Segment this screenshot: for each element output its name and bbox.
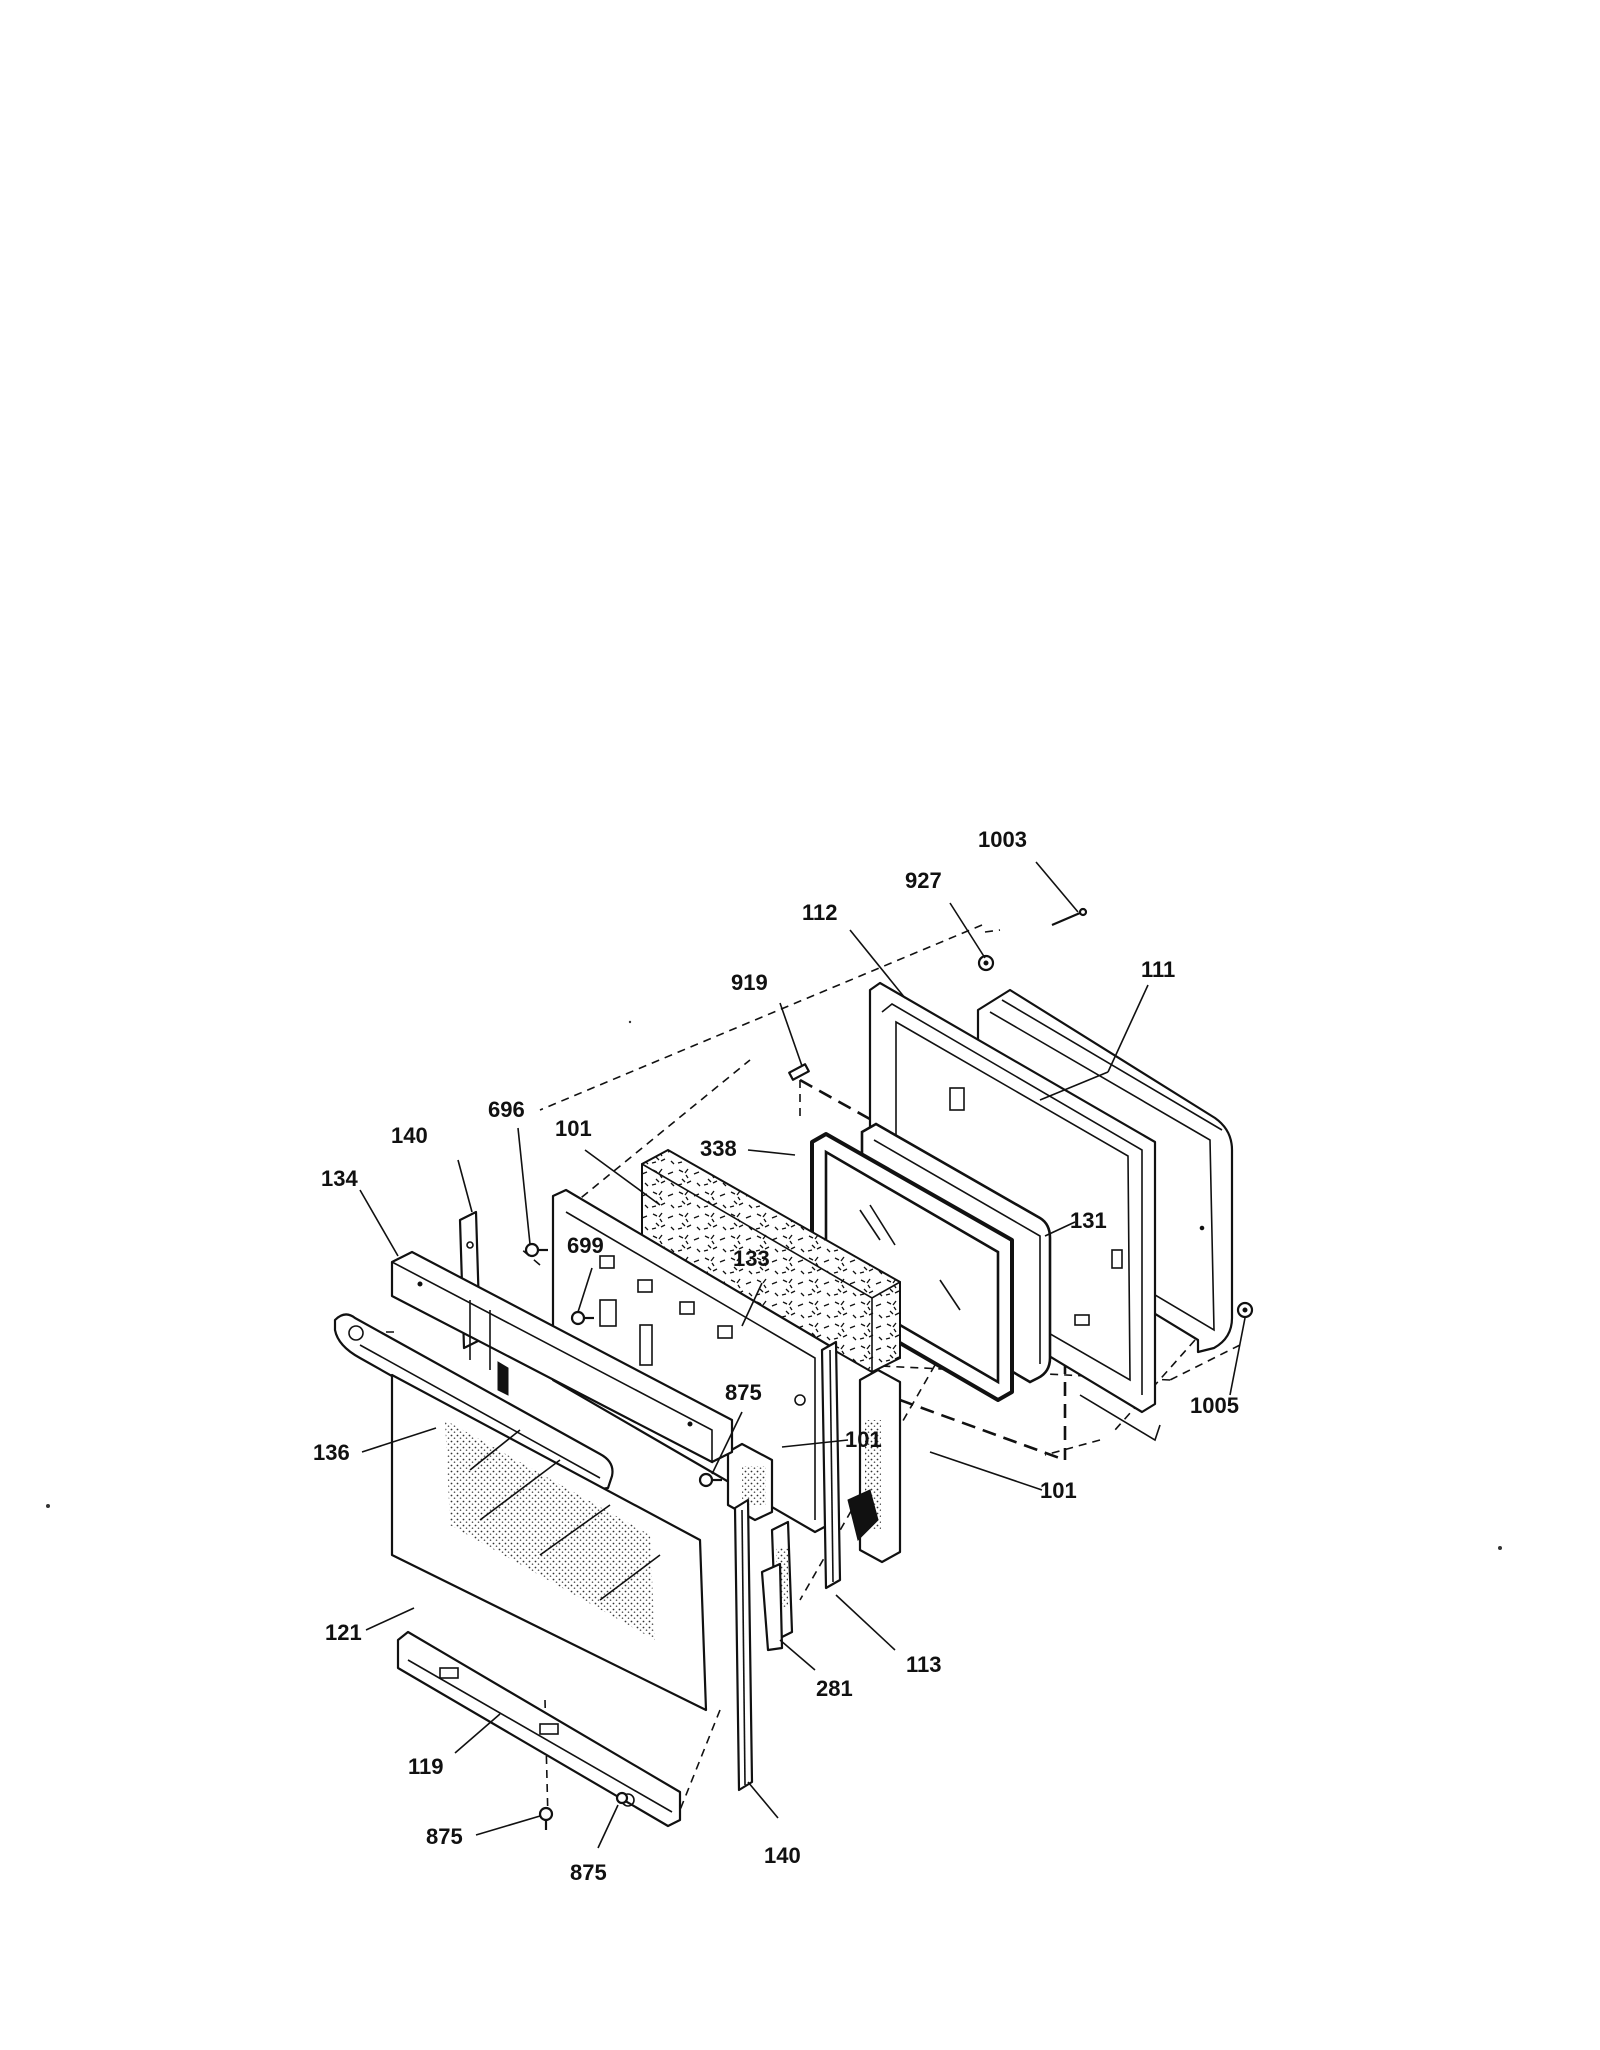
callout-101-bottom: 101 — [1040, 1478, 1077, 1503]
callout-875-bottom-left: 875 — [426, 1824, 463, 1849]
callout-113: 113 — [906, 1652, 942, 1677]
part-119-bottom-channel — [396, 1630, 682, 1828]
scan-specks — [46, 1020, 1502, 1550]
callout-696: 696 — [488, 1097, 525, 1122]
callout-133: 133 — [733, 1246, 770, 1271]
part-338-glass-frame — [810, 1132, 1014, 1402]
part-113-side-trim — [820, 1340, 842, 1590]
part-101-insulation-bottom — [726, 1442, 774, 1522]
callout-927: 927 — [905, 868, 942, 893]
callout-281: 281 — [816, 1676, 853, 1701]
callout-699: 699 — [567, 1233, 604, 1258]
callout-140-top: 140 — [391, 1123, 428, 1148]
callout-140-bottom: 140 — [764, 1843, 801, 1868]
callout-111: 111 — [1141, 957, 1175, 982]
callout-112: 112 — [802, 900, 838, 925]
part-696-screw — [524, 1242, 548, 1258]
callout-101-top: 101 — [555, 1116, 592, 1141]
callout-136: 136 — [313, 1440, 350, 1465]
callout-134: 134 — [321, 1166, 358, 1191]
callout-119: 119 — [408, 1754, 444, 1779]
part-1005-screw — [1236, 1301, 1254, 1319]
part-875-screw-bottom-left — [538, 1806, 554, 1830]
leader-lines — [359, 861, 1246, 1849]
part-927-washer — [977, 954, 995, 972]
part-101-insulation-side — [847, 1368, 902, 1564]
part-121-outer-glass — [390, 1373, 708, 1712]
callout-875-bottom-center: 875 — [570, 1860, 607, 1885]
part-134-top-trim — [390, 1250, 734, 1464]
callout-101-mid: 101 — [845, 1427, 882, 1452]
callout-131: 131 — [1070, 1208, 1107, 1233]
part-875-screw-bottom-right — [615, 1791, 629, 1805]
callout-labels: 1003 927 112 111 919 696 140 101 338 134… — [313, 827, 1239, 1885]
callout-1005: 1005 — [1190, 1393, 1239, 1418]
part-136-door-handle — [333, 1313, 614, 1492]
callout-121: 121 — [325, 1620, 362, 1645]
part-919-pin — [788, 1063, 810, 1081]
callout-1003: 1003 — [978, 827, 1027, 852]
part-875-screw-mid — [698, 1472, 722, 1488]
callout-919: 919 — [731, 970, 768, 995]
callout-875-mid: 875 — [725, 1380, 762, 1405]
callout-338: 338 — [700, 1136, 737, 1161]
part-281-hinge — [760, 1520, 794, 1652]
part-1003-screw — [1051, 907, 1088, 927]
part-140-strip-bottom — [733, 1498, 754, 1792]
